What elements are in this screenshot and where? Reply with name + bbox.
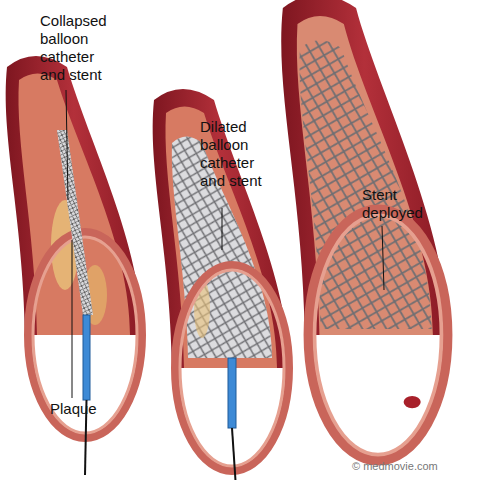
artery-dilated [153, 89, 289, 480]
watermark: © medmovie.com [352, 460, 472, 473]
leader-line [66, 90, 68, 200]
leader-line [72, 240, 73, 398]
cut-face [308, 209, 447, 460]
part-label: Plaque [50, 400, 130, 418]
artery-deployed [281, 0, 447, 461]
part-label: Stent deployed [362, 186, 462, 222]
artery-wall [153, 89, 289, 368]
catheter-sheath [83, 315, 90, 400]
artery-wall [281, 0, 447, 335]
part-label: Dilated balloon catheter and stent [200, 118, 280, 190]
artery-collapsed [6, 56, 142, 475]
plaque-fragment [404, 396, 421, 408]
artery-wall [6, 56, 142, 335]
catheter-sheath [228, 358, 236, 428]
collapsed-balloon [57, 130, 93, 315]
collapsed-stent [57, 130, 93, 315]
leader-line [222, 208, 223, 250]
guide-wire [232, 428, 236, 480]
cut-face-inner [315, 215, 442, 454]
part-label: Collapsed balloon catheter and stent [40, 12, 120, 84]
leader-line [382, 226, 384, 290]
